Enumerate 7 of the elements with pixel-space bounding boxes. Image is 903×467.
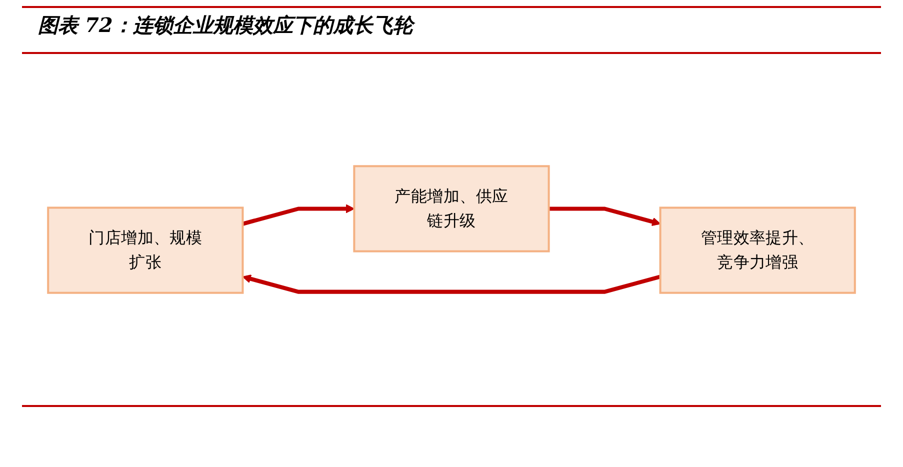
arrow (242, 204, 355, 226)
node-box: 门店增加、规模扩张 (47, 206, 244, 294)
arrow (242, 274, 661, 294)
arrow (548, 206, 661, 226)
figure-title: 图表 72：连锁企业规模效应下的成长飞轮 (38, 12, 413, 39)
node-box: 产能增加、供应链升级 (353, 165, 550, 252)
node-box: 管理效率提升、竞争力增强 (659, 206, 856, 294)
